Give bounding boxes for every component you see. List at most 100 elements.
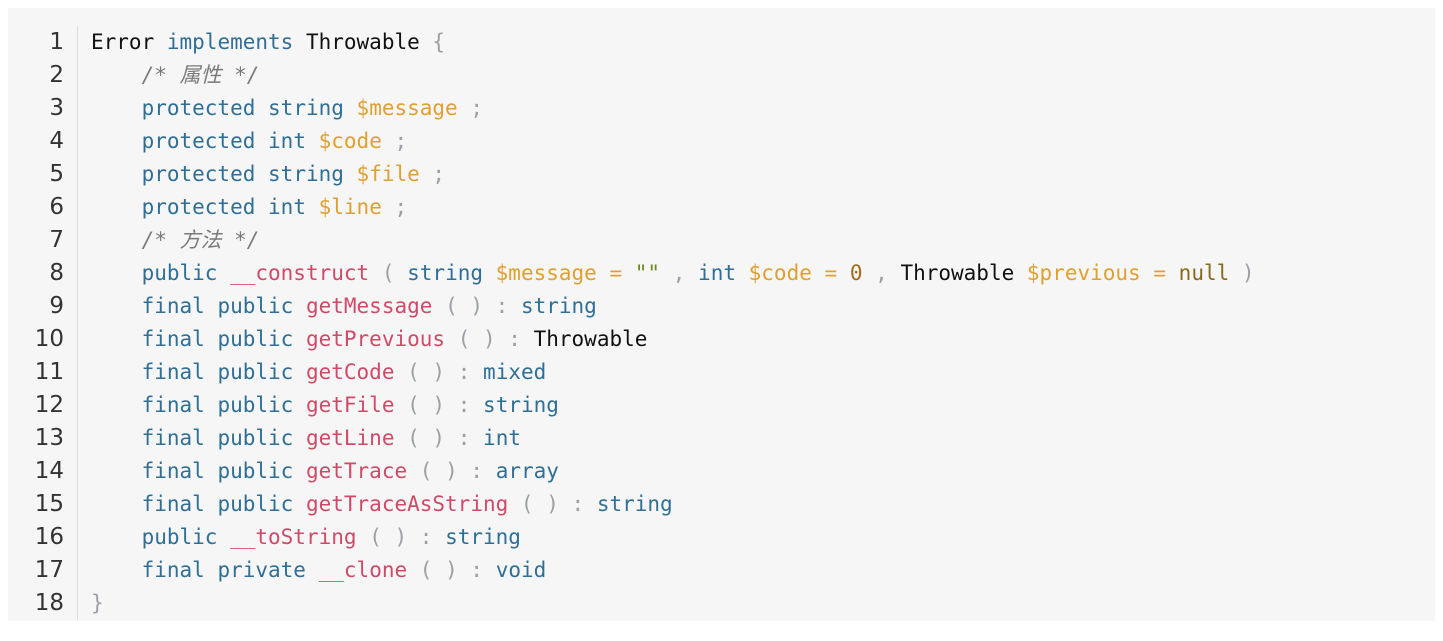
code-token-punct: ( ) xyxy=(445,294,483,318)
code-token-comment: /* 属性 */ xyxy=(141,63,260,87)
code-token-plain xyxy=(862,261,875,285)
code-token-plain xyxy=(306,129,319,153)
code-token-plain xyxy=(496,327,509,351)
code-token-plain xyxy=(91,459,142,483)
code-token-plain xyxy=(584,492,597,516)
line-number: 17 xyxy=(8,554,78,587)
code-token-plain xyxy=(205,294,218,318)
line-number: 6 xyxy=(8,191,78,224)
code-token-kw: string xyxy=(596,492,673,516)
line-number: 7 xyxy=(8,224,78,257)
code-token-plain xyxy=(812,261,825,285)
code-line: 12 final public getFile ( ) : string xyxy=(8,389,1255,422)
line-number: 8 xyxy=(8,257,78,290)
code-token-punct: ( xyxy=(381,261,395,285)
code-token-plain xyxy=(470,393,483,417)
code-token-punct: ( ) xyxy=(407,426,446,450)
code-token-plain xyxy=(483,261,496,285)
code-token-kw: array xyxy=(495,459,559,483)
code-token-plain xyxy=(205,360,218,384)
line-number: 9 xyxy=(8,290,78,323)
code-token-kw: string xyxy=(268,96,344,120)
code-token-punct: : xyxy=(457,426,471,450)
line-code: /* 方法 */ xyxy=(78,224,260,257)
code-token-plain: Throwable xyxy=(305,30,420,54)
code-line: 5 protected string $file ; xyxy=(8,158,1255,191)
line-code: protected int $code ; xyxy=(78,125,408,158)
code-token-plain xyxy=(483,459,496,483)
code-line: 9 final public getMessage ( ) : string xyxy=(8,290,1255,323)
code-token-plain xyxy=(255,162,268,186)
line-code: final public getCode ( ) : mixed xyxy=(78,356,547,389)
code-token-plain xyxy=(91,393,142,417)
code-token-var: $line xyxy=(318,195,382,219)
code-token-func: __construct xyxy=(230,261,370,285)
code-token-func: getTraceAsString xyxy=(305,492,509,516)
code-token-plain xyxy=(445,360,458,384)
code-token-var: $file xyxy=(356,162,420,186)
code-token-plain xyxy=(91,327,142,351)
code-token-plain xyxy=(1166,261,1179,285)
code-token-plain xyxy=(91,525,142,549)
code-line: 6 protected int $line ; xyxy=(8,191,1255,224)
line-number: 2 xyxy=(8,59,78,92)
code-token-num: 0 xyxy=(849,261,863,285)
code-token-plain xyxy=(91,360,142,384)
code-token-kw: int xyxy=(698,261,736,285)
code-token-plain xyxy=(91,261,142,285)
code-token-plain xyxy=(837,261,850,285)
code-token-plain xyxy=(685,261,698,285)
code-token-plain xyxy=(420,30,433,54)
code-token-plain xyxy=(1141,261,1154,285)
code-token-kw: protected xyxy=(141,162,256,186)
code-token-plain xyxy=(91,558,142,582)
code-token-plain xyxy=(91,162,142,186)
code-token-plain xyxy=(205,459,218,483)
line-code: final public getLine ( ) : int xyxy=(78,422,521,455)
code-token-var: = xyxy=(1153,261,1167,285)
code-token-plain xyxy=(91,426,142,450)
line-number: 13 xyxy=(8,422,78,455)
code-token-plain xyxy=(205,327,218,351)
code-token-punct: : xyxy=(495,294,509,318)
code-line: 15 final public getTraceAsString ( ) : s… xyxy=(8,488,1255,521)
code-token-kw: protected xyxy=(141,195,256,219)
code-token-kw: final xyxy=(141,558,205,582)
line-code: final public getTrace ( ) : array xyxy=(78,455,559,488)
line-number: 12 xyxy=(8,389,78,422)
code-token-kw: protected xyxy=(141,129,256,153)
code-token-plain xyxy=(622,261,635,285)
code-token-plain xyxy=(91,492,142,516)
code-token-plain xyxy=(217,261,230,285)
code-token-plain xyxy=(407,459,420,483)
code-token-kw: public xyxy=(217,327,294,351)
code-token-kw: string xyxy=(268,162,344,186)
code-token-plain xyxy=(255,96,268,120)
code-token-plain xyxy=(91,228,142,252)
code-token-kw: public xyxy=(217,360,294,384)
code-token-kw: public xyxy=(141,525,218,549)
code-token-plain xyxy=(255,129,268,153)
code-token-punct: ; xyxy=(432,162,446,186)
code-token-plain xyxy=(458,96,471,120)
code-token-punct: ( ) xyxy=(419,459,458,483)
line-number: 5 xyxy=(8,158,78,191)
code-token-str: "" xyxy=(634,261,661,285)
code-token-kw: final xyxy=(141,294,205,318)
code-token-punct: ( ) xyxy=(457,327,496,351)
code-token-punct: ( ) xyxy=(407,393,446,417)
code-token-plain xyxy=(293,393,306,417)
line-code: protected string $file ; xyxy=(78,158,446,191)
code-token-punct: ( ) xyxy=(407,360,446,384)
code-token-kw: mixed xyxy=(483,360,547,384)
code-token-kw: protected xyxy=(141,96,256,120)
code-token-func: __toString xyxy=(230,525,357,549)
line-number: 3 xyxy=(8,92,78,125)
code-token-kw: public xyxy=(217,393,294,417)
code-token-plain xyxy=(293,30,306,54)
code-token-kw: implements xyxy=(166,30,294,54)
code-token-plain xyxy=(205,393,218,417)
code-token-punct: : xyxy=(470,558,484,582)
